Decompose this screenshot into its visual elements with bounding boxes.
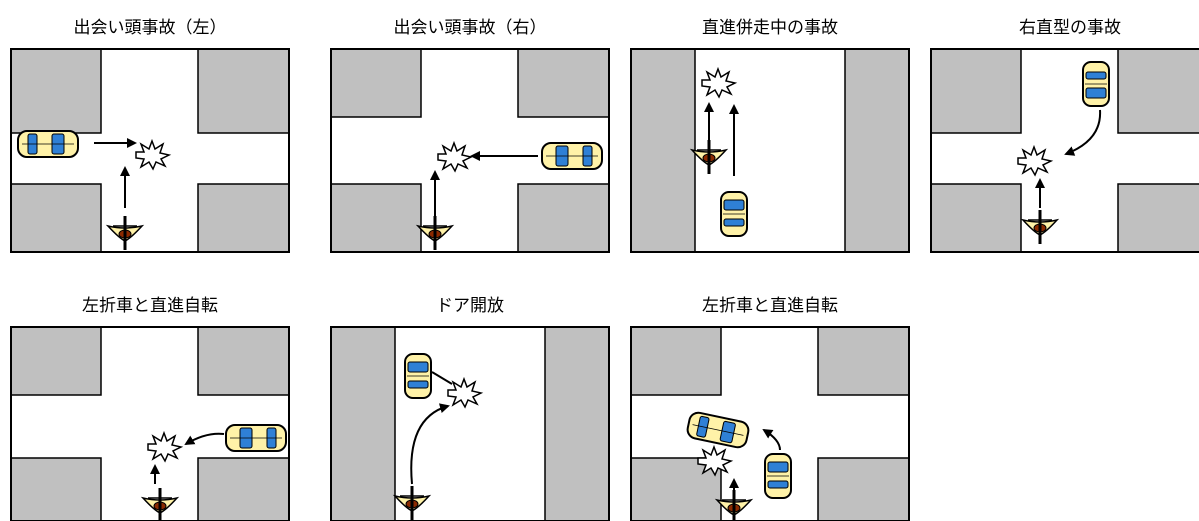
car-icon <box>225 424 287 452</box>
car-icon <box>1082 61 1110 107</box>
outline <box>330 326 610 521</box>
block-bottom-left <box>10 183 102 253</box>
diagram-panel-3: 直進併走中の事故 <box>630 12 910 253</box>
intersection-diagram <box>10 326 290 521</box>
panel-title: 出会い頭事故（右） <box>393 18 547 38</box>
block-bottom-right <box>1117 183 1199 253</box>
car-icon <box>720 191 748 237</box>
panel-title: 出会い頭事故（左） <box>73 18 227 38</box>
bicycle-path-arrow <box>410 403 450 485</box>
intersection-diagram <box>630 326 910 521</box>
diagram-panel-7: 左折車と直進自転 <box>630 290 910 521</box>
intersection-diagram <box>930 48 1199 253</box>
car-icon <box>541 142 603 170</box>
sidewalk-right <box>844 48 910 253</box>
block-top-right <box>817 326 910 396</box>
block-bottom-right <box>197 183 290 253</box>
diagram-panel-1: 出会い頭事故（左） <box>10 12 290 253</box>
sidewalk-right <box>544 326 610 521</box>
sidewalk-left <box>630 48 696 253</box>
outline <box>10 48 290 253</box>
block-top-right <box>517 48 610 118</box>
block-top-left <box>10 326 102 396</box>
diagram-panel-6: ドア開放 <box>330 290 610 521</box>
panel-title: 左折車と直進自転 <box>82 296 218 316</box>
outline <box>630 48 910 253</box>
block-top-right <box>197 326 290 396</box>
panel-title: ドア開放 <box>436 296 504 316</box>
car-path-arrow <box>1064 109 1102 156</box>
diagram-panel-4: 右直型の事故 <box>930 12 1199 253</box>
car-path-arrow <box>762 428 781 451</box>
car-icon <box>17 130 79 158</box>
intersection-diagram <box>330 48 610 253</box>
outline <box>10 326 290 521</box>
open-door <box>431 371 453 385</box>
panel-title: 左折車と直進自転 <box>702 296 838 316</box>
outline <box>330 48 610 253</box>
block-bottom-left <box>930 183 1022 253</box>
diagram-panel-2: 出会い頭事故（右） <box>330 12 610 253</box>
block-top-left <box>330 48 422 118</box>
outline <box>930 48 1199 253</box>
road-diagram <box>630 48 910 253</box>
block-top-right <box>1117 48 1199 134</box>
block-bottom-right <box>817 457 910 521</box>
block-bottom-right <box>517 183 610 253</box>
block-bottom-left <box>330 183 422 253</box>
panel-title: 直進併走中の事故 <box>702 18 838 38</box>
car-icon <box>764 453 792 499</box>
road-diagram <box>330 326 610 521</box>
car-path-arrow <box>184 432 225 446</box>
block-top-left <box>630 326 722 396</box>
outline <box>630 326 910 521</box>
block-bottom-left <box>10 457 102 521</box>
diagram-panel-5: 左折車と直進自転 <box>10 290 290 521</box>
car-icon <box>404 353 432 399</box>
sidewalk-left <box>330 326 396 521</box>
panel-title: 右直型の事故 <box>1019 18 1121 38</box>
block-top-left <box>10 48 102 134</box>
intersection-diagram <box>10 48 290 253</box>
block-top-left <box>930 48 1022 134</box>
block-top-right <box>197 48 290 134</box>
block-bottom-right <box>197 457 290 521</box>
